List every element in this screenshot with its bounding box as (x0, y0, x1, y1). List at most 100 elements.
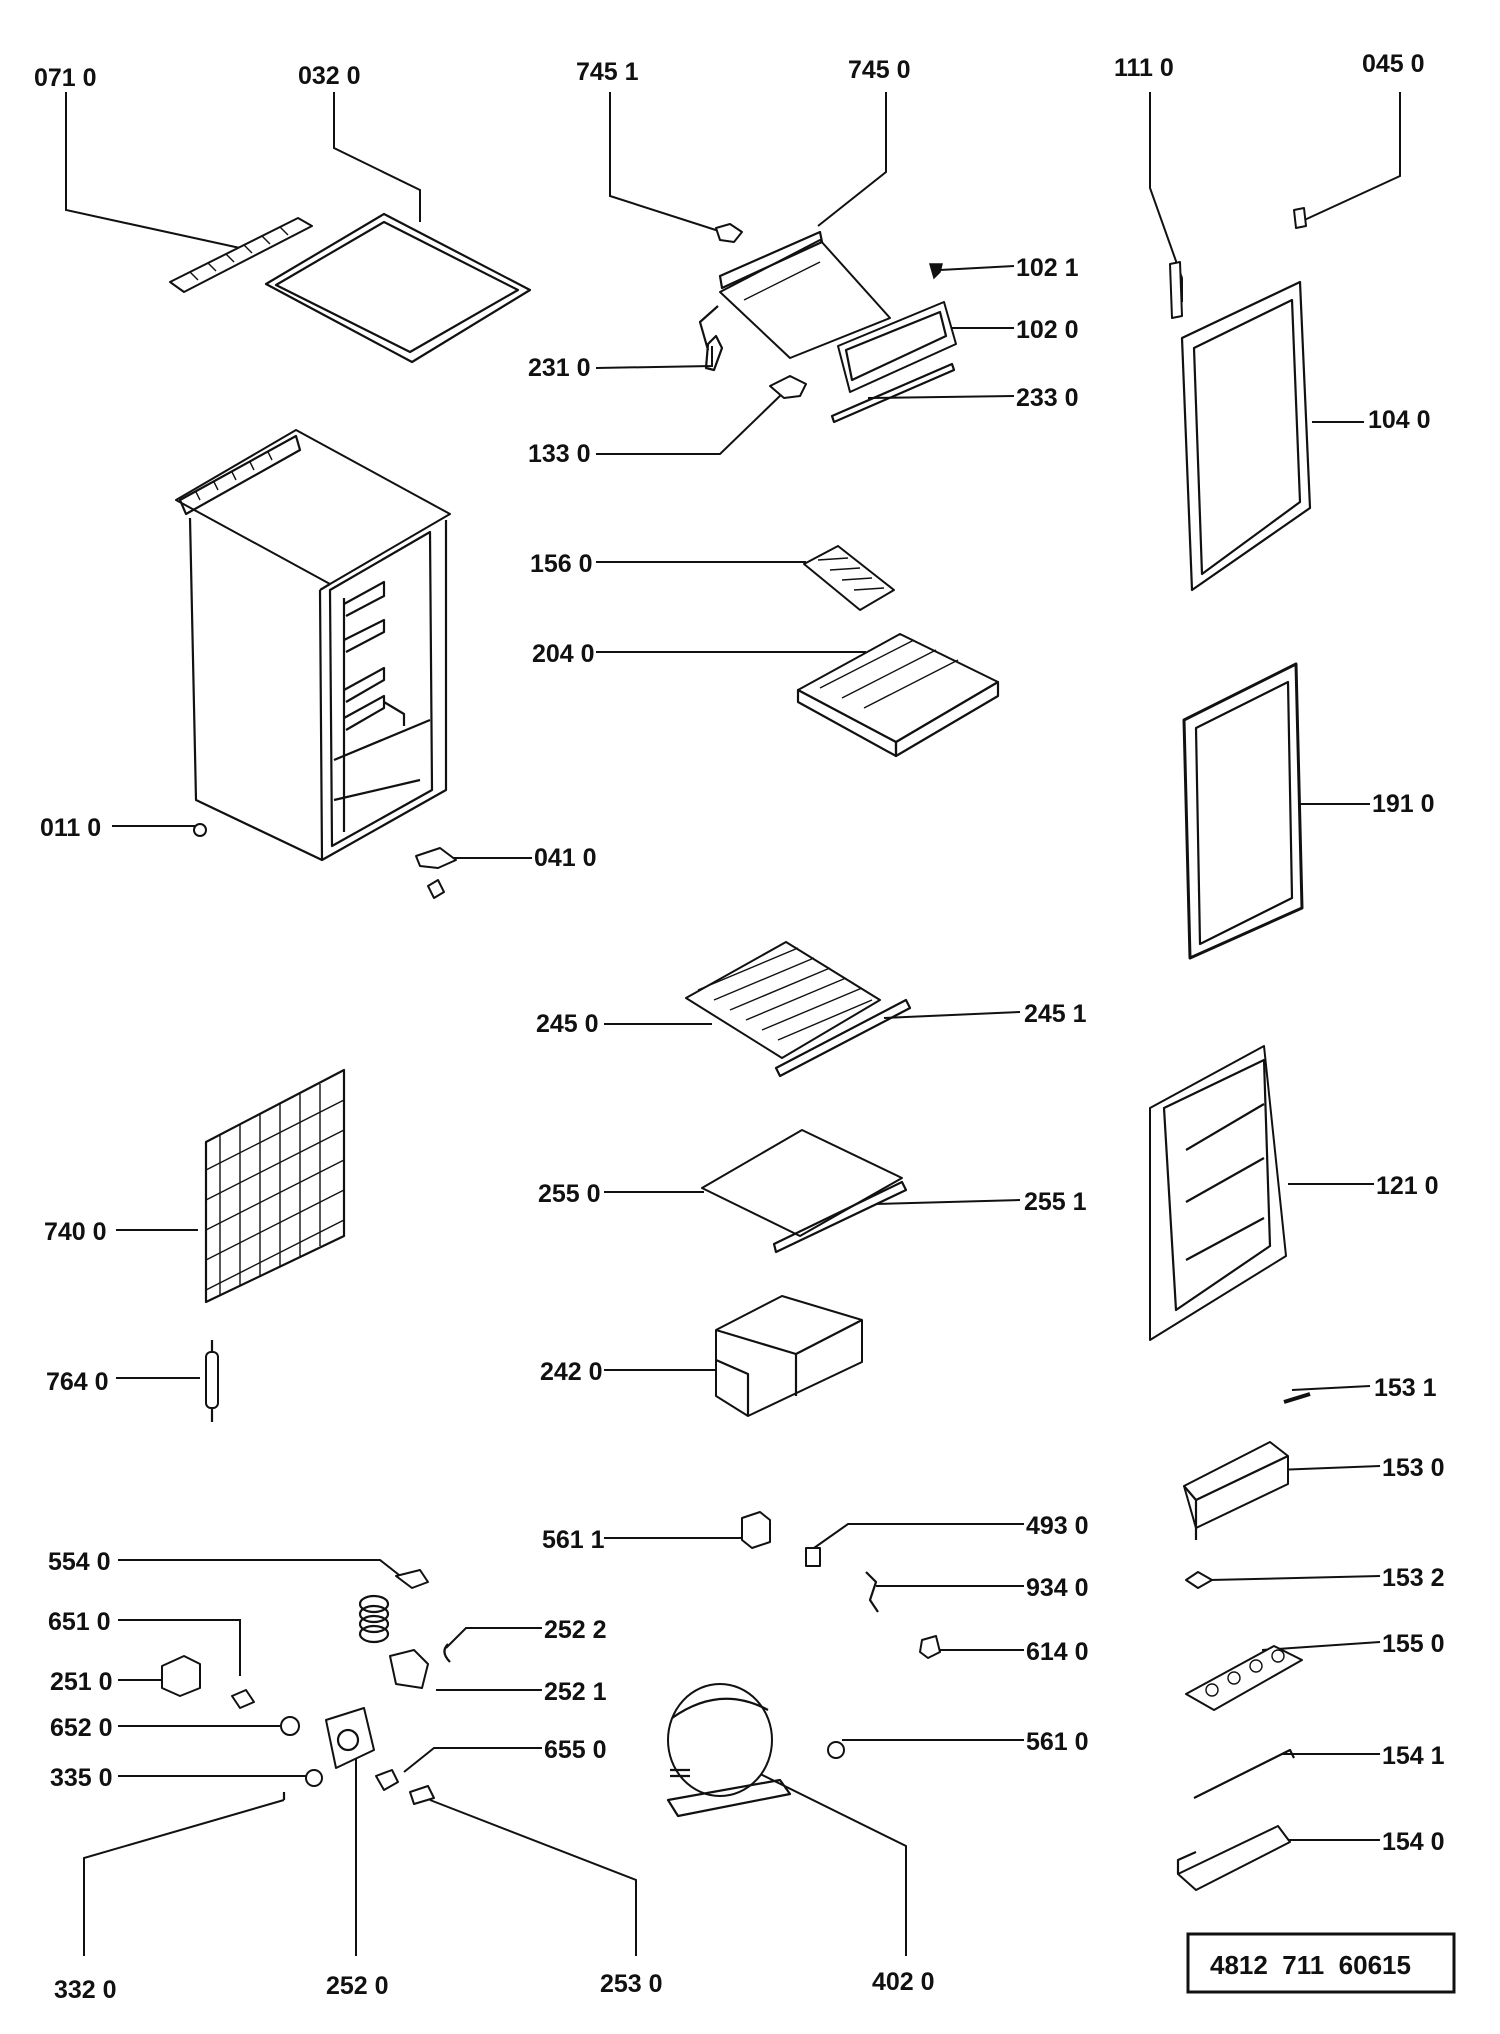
label-252-2: 252 2 (544, 1616, 607, 1644)
label-745-0: 745 0 (848, 56, 911, 84)
freezer-tray-part (796, 633, 1000, 758)
part-561 (827, 1741, 845, 1759)
label-104-0: 104 0 (1368, 406, 1431, 434)
spring-554-part (358, 1569, 429, 1644)
label-153-0: 153 0 (1382, 1454, 1445, 1482)
label-335-0: 335 0 (50, 1764, 113, 1792)
label-156-0: 156 0 (530, 550, 593, 578)
label-153-1: 153 1 (1374, 1374, 1437, 1402)
label-233-0: 233 0 (1016, 384, 1079, 412)
component-493-part (805, 1547, 821, 1567)
foot-011-part (193, 823, 207, 837)
label-154-1: 154 1 (1382, 1742, 1445, 1770)
relay-561-1-part (741, 1511, 771, 1549)
label-253-0: 253 0 (600, 1970, 663, 1998)
label-554-0: 554 0 (48, 1548, 111, 1576)
leader-lines (65, 92, 1401, 1956)
evaporator-connector-part (715, 223, 743, 243)
bracket-251-part (161, 1655, 201, 1697)
clip-153-2-part (1185, 1571, 1213, 1589)
label-255-0: 255 0 (538, 1180, 601, 1208)
hinge-133-part (769, 375, 807, 399)
label-204-0: 204 0 (532, 640, 595, 668)
hinge-pin-111-part (1169, 261, 1183, 319)
label-252-0: 252 0 (326, 1972, 389, 2000)
label-255-1: 255 1 (1024, 1188, 1087, 1216)
screw-102-1-part (929, 263, 943, 280)
part-652 (280, 1716, 300, 1736)
dairy-cover-153-part (1183, 1441, 1289, 1540)
label-252-1: 252 1 (544, 1678, 607, 1706)
label-332-0: 332 0 (54, 1976, 117, 2004)
label-561-0: 561 0 (1026, 1728, 1089, 1756)
part-253 (409, 1785, 435, 1805)
label-561-1: 561 1 (542, 1526, 605, 1554)
label-121-0: 121 0 (1376, 1172, 1439, 1200)
shelf-strip-245-1-part (774, 998, 912, 1078)
cabinet-body-part (175, 429, 451, 862)
thermostat-252-part (325, 1707, 375, 1769)
label-155-0: 155 0 (1382, 1630, 1445, 1658)
part-335 (305, 1769, 323, 1787)
rod-153-1-part (1283, 1392, 1311, 1404)
label-111-0: 111 0 (1114, 54, 1174, 82)
label-251-0: 251 0 (50, 1668, 113, 1696)
label-242-0: 242 0 (540, 1358, 603, 1386)
label-493-0: 493 0 (1026, 1512, 1089, 1540)
label-614-0: 614 0 (1026, 1638, 1089, 1666)
egg-tray-155-part (1185, 1645, 1303, 1711)
label-153-2: 153 2 (1382, 1564, 1445, 1592)
glass-strip-255-1-part (772, 1180, 908, 1254)
label-764-0: 764 0 (46, 1368, 109, 1396)
label-745-1: 745 1 (576, 58, 639, 86)
label-191-0: 191 0 (1372, 790, 1435, 818)
crisper-drawer-242-part (715, 1295, 863, 1417)
door-frame-104-part (1180, 280, 1312, 592)
label-245-1: 245 1 (1024, 1000, 1087, 1028)
label-652-0: 652 0 (50, 1714, 113, 1742)
bottle-shelf-154-part (1176, 1825, 1291, 1891)
label-154-0: 154 0 (1382, 1828, 1445, 1856)
pin-045-part (1293, 207, 1307, 229)
clip-934-part (865, 1571, 879, 1613)
label-041-0: 041 0 (534, 844, 597, 872)
condenser-740-part (204, 1068, 346, 1304)
label-402-0: 402 0 (872, 1968, 935, 1996)
freezer-door-part (837, 301, 957, 393)
label-071-0: 071 0 (34, 64, 97, 92)
compressor-402-part (666, 1683, 792, 1818)
filter-drier-764-part (205, 1340, 219, 1422)
ice-tray-part (803, 545, 895, 611)
leveling-foot-041-part (415, 847, 457, 899)
label-655-0: 655 0 (544, 1736, 607, 1764)
bottle-rod-154-1-part (1193, 1748, 1295, 1799)
label-045-0: 045 0 (1362, 50, 1425, 78)
evaporator-plate-part (698, 230, 891, 359)
label-651-0: 651 0 (48, 1608, 111, 1636)
label-740-0: 740 0 (44, 1218, 107, 1246)
document-number-box: 4812 711 60615 (1186, 1932, 1456, 1994)
bracket-231-part (704, 334, 724, 372)
document-number: 4812 711 60615 (1210, 1950, 1411, 1980)
parts (161, 207, 1312, 1891)
label-011-0: 011 0 (40, 814, 101, 842)
wire-shelf-245-part (685, 941, 881, 1059)
top-grille-part (169, 217, 313, 293)
label-934-0: 934 0 (1026, 1574, 1089, 1602)
top-frame-part (264, 212, 532, 364)
label-231-0: 231 0 (528, 354, 591, 382)
part-651 (231, 1689, 255, 1709)
label-102-1: 102 1 (1016, 254, 1079, 282)
bracket-252-1-part (389, 1649, 429, 1689)
part-labels: 071 0 032 0 745 1 745 0 111 0 045 0 102 … (34, 50, 1445, 2004)
inner-door-121-part (1149, 1045, 1287, 1341)
knob-614-part (919, 1635, 941, 1659)
door-gasket-191-part (1182, 662, 1304, 960)
strip-233-part (830, 362, 956, 424)
label-032-0: 032 0 (298, 62, 361, 90)
glass-shelf-255-part (701, 1129, 903, 1237)
label-133-0: 133 0 (528, 440, 591, 468)
connector-655-part (375, 1769, 399, 1791)
label-245-0: 245 0 (536, 1010, 599, 1038)
